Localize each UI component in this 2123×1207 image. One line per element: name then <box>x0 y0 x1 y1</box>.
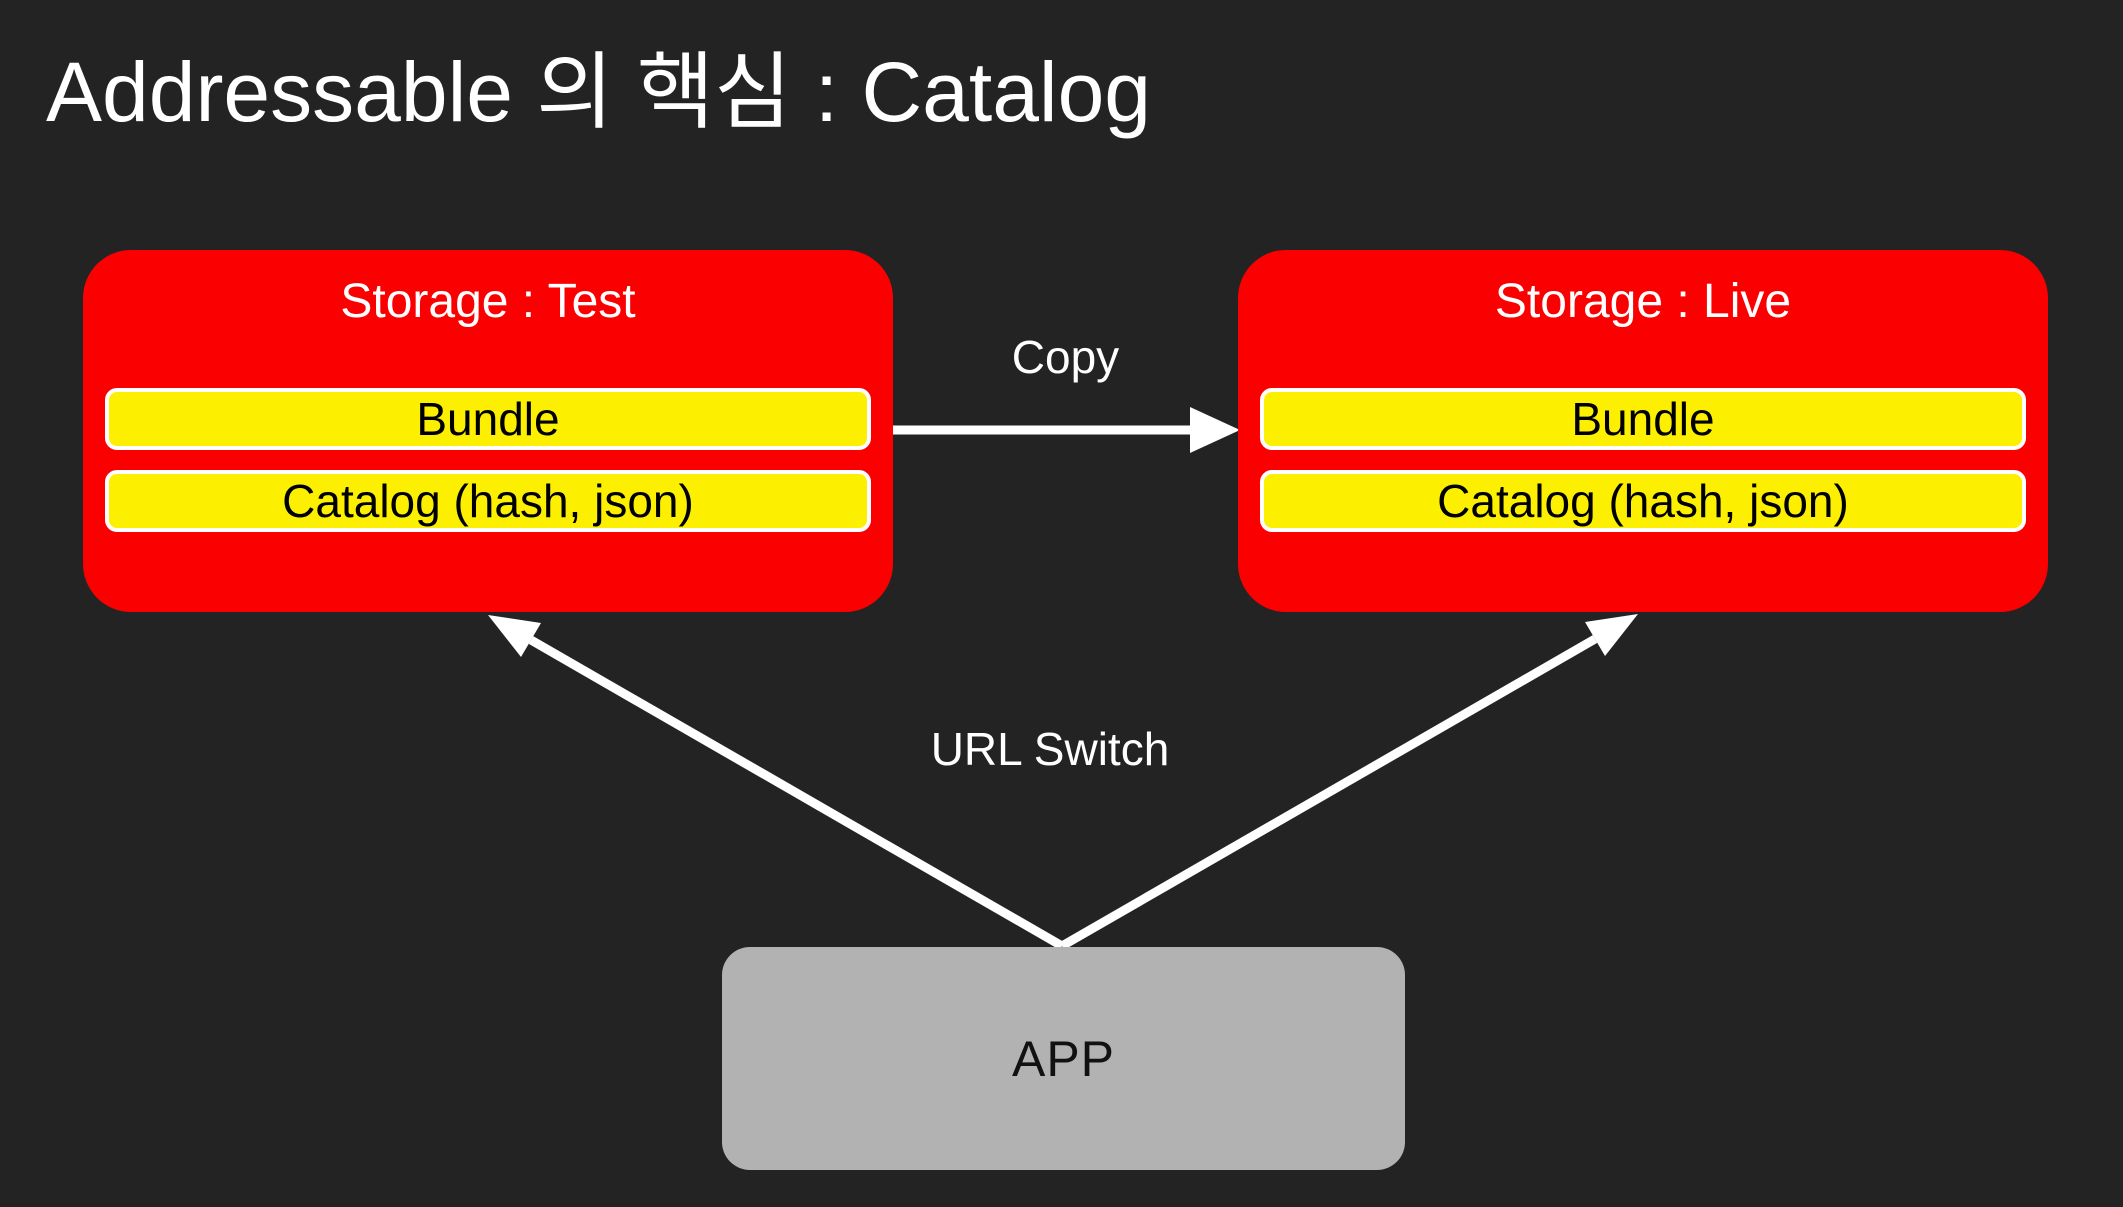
url-switch-arrow-left <box>488 615 1065 950</box>
storage-live-title: Storage : Live <box>1494 275 1792 328</box>
storage-test-catalog-bar: Catalog (hash, json) <box>105 470 871 532</box>
url-switch-label: URL Switch <box>930 723 1170 775</box>
storage-test-bundle-bar: Bundle <box>105 388 871 450</box>
copy-arrow-label: Copy <box>1011 331 1120 383</box>
storage-test-box: Storage : Test Bundle Catalog (hash, jso… <box>83 250 893 612</box>
storage-test-title: Storage : Test <box>340 275 636 328</box>
app-label: APP <box>1011 1030 1116 1087</box>
app-box: APP <box>722 947 1405 1170</box>
storage-live-bundle-bar: Bundle <box>1260 388 2026 450</box>
url-switch-arrow-right <box>1059 614 1638 950</box>
storage-live-box: Storage : Live Bundle Catalog (hash, jso… <box>1238 250 2048 612</box>
storage-live-catalog-bar: Catalog (hash, json) <box>1260 470 2026 532</box>
slide-title: Addressable 의 핵심 : Catalog <box>46 45 1152 139</box>
copy-arrow <box>893 407 1240 453</box>
